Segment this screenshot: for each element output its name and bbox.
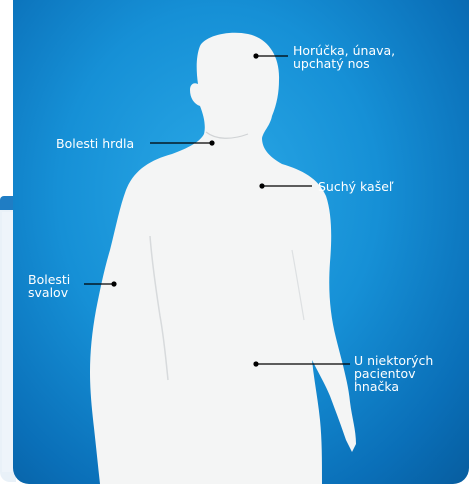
cough-leader-dot xyxy=(259,183,264,188)
throat-label: Bolesti hrdla xyxy=(56,137,134,150)
diarrhea-leader-dot xyxy=(253,361,258,366)
muscle-label: Bolesti svalov xyxy=(28,273,70,299)
muscle-leader-dot xyxy=(111,281,116,286)
body-silhouette xyxy=(90,33,356,484)
diarrhea-label-line3: hnačka xyxy=(354,380,433,393)
fever-label: Horúčka, únava, upchatý nos xyxy=(293,44,395,70)
fever-label-line2: upchatý nos xyxy=(293,57,395,70)
muscle-label-line2: svalov xyxy=(28,286,70,299)
cough-label: Suchý kašeľ xyxy=(318,180,394,193)
throat-leader-dot xyxy=(209,140,214,145)
fever-leader-dot xyxy=(253,53,258,58)
diarrhea-label: U niektorých pacientov hnačka xyxy=(354,354,433,393)
